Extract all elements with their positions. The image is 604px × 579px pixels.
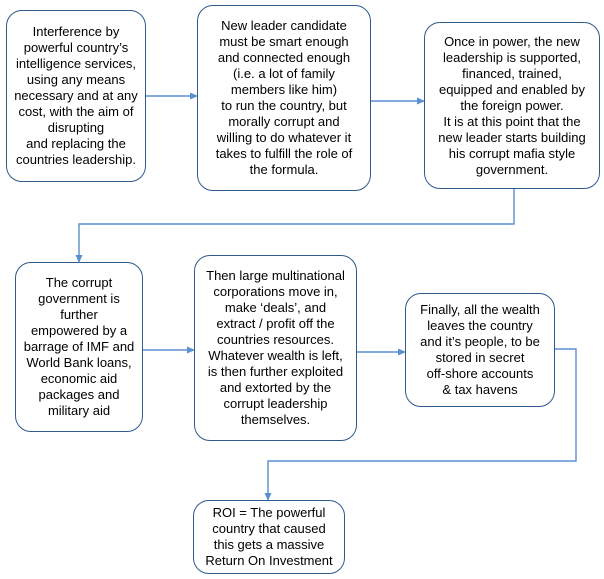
step-multinationals: Then large multinational corporations mo… bbox=[194, 255, 357, 441]
step-multinationals-text: Then large multinational corporations mo… bbox=[206, 268, 345, 427]
step-empowered-text: The corrupt government is further empowe… bbox=[23, 275, 135, 418]
step-empowered: The corrupt government is further empowe… bbox=[15, 262, 143, 432]
arrow-in-power-to-empowered bbox=[75, 189, 515, 263]
step-roi-text: ROI = The powerful country that caused t… bbox=[205, 505, 333, 568]
step-in-power-text: Once in power, the new leadership is sup… bbox=[438, 33, 586, 177]
arrow-wealth-leaves-to-roi bbox=[264, 348, 577, 501]
step-wealth-leaves-text: Finally, all the wealth leaves the count… bbox=[420, 302, 540, 397]
step-interference-text: Interference by powerful country’s intel… bbox=[14, 24, 138, 167]
step-interference: Interference by powerful country’s intel… bbox=[6, 10, 146, 182]
step-candidate: New leader candidate must be smart enoug… bbox=[197, 5, 371, 191]
step-candidate-text: New leader candidate must be smart enoug… bbox=[215, 18, 353, 177]
step-in-power: Once in power, the new leadership is sup… bbox=[424, 22, 600, 189]
step-roi: ROI = The powerful country that caused t… bbox=[193, 500, 345, 574]
